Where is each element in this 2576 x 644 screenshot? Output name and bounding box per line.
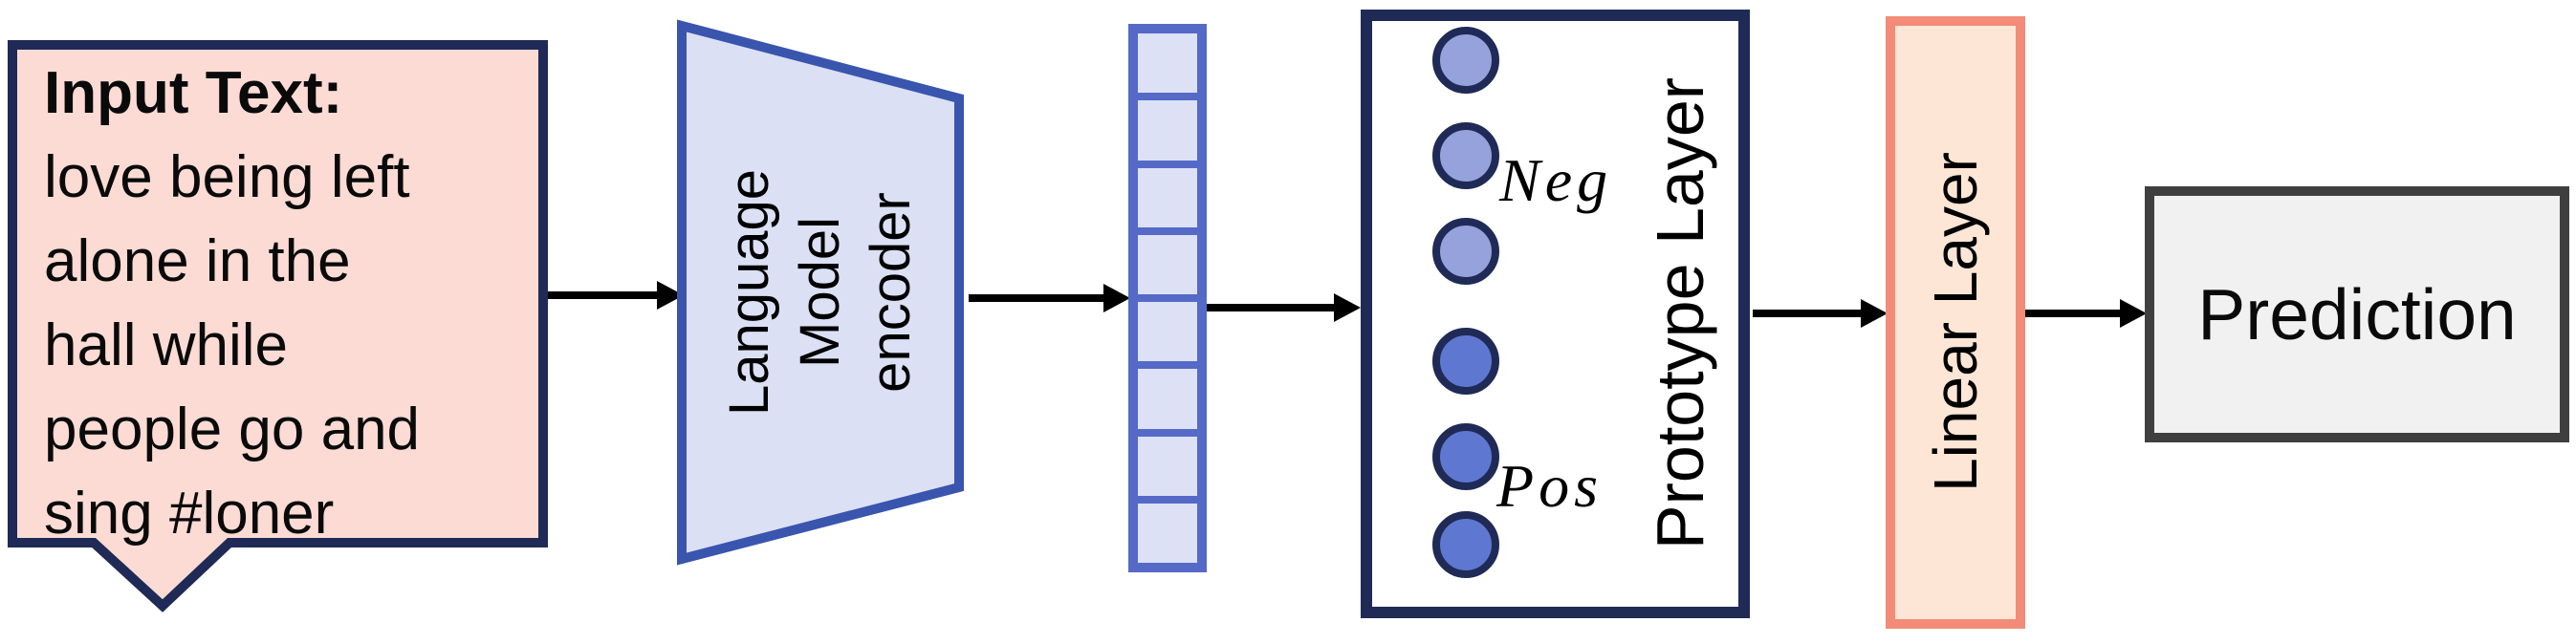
input-text-line: love being left [44,144,410,210]
input-text-block: Input Text: love being left alone in the… [44,52,522,556]
arrow-line [969,294,1103,302]
vector-cell [1138,160,1197,227]
input-text-line: sing #loner [44,481,335,547]
neg-prototype-circle [1432,27,1499,94]
neg-prototype-circle [1432,218,1499,285]
arrow-line [1207,304,1334,311]
pos-prototypes-label: Pos [1496,452,1603,520]
encoder-trapezoid-shape [677,19,964,566]
encoder-label: Language Model encoder [710,34,930,550]
linear-layer-box [1886,16,2025,629]
prediction-label: Prediction [2197,274,2517,354]
encoder-label-line: encoder [860,192,922,393]
vector-cell [1138,226,1197,294]
vector-cell [1138,495,1197,563]
pos-prototype-circle [1432,328,1499,395]
input-text-line: people go and [44,397,421,462]
vector-cell [1138,93,1197,160]
input-text-line: hall while [44,312,289,378]
arrow-head-icon [2120,299,2147,328]
vector-cell [1138,361,1197,428]
arrow-head-icon [1103,284,1130,312]
vector-cell [1138,33,1197,93]
pos-prototype-circle [1432,423,1499,490]
input-bubble-shape [8,40,548,612]
arrow-head-icon [1861,299,1888,328]
neg-prototypes-label: Neg [1499,146,1613,214]
arrow-line [1753,310,1861,317]
encoder-label-line: Model [789,217,851,368]
neg-prototype-circle [1432,122,1499,189]
arrow-line [548,291,657,299]
encoder-label-line: Language [718,168,780,417]
prototype-layer-label: Prototype Layer [1643,76,1717,550]
vector-cell [1138,294,1197,361]
vector-cell [1138,428,1197,496]
input-text-line: alone in the [44,228,351,294]
input-text-title: Input Text: [44,60,343,126]
arrow-head-icon [1334,293,1361,322]
embedding-vector [1128,24,1207,572]
arrow-line [2025,310,2120,317]
prototype-layer-box [1361,10,1750,618]
prediction-box: Prediction [2145,186,2569,442]
pos-prototype-circle [1432,511,1499,578]
linear-layer-label: Linear Layer [1921,152,1990,492]
